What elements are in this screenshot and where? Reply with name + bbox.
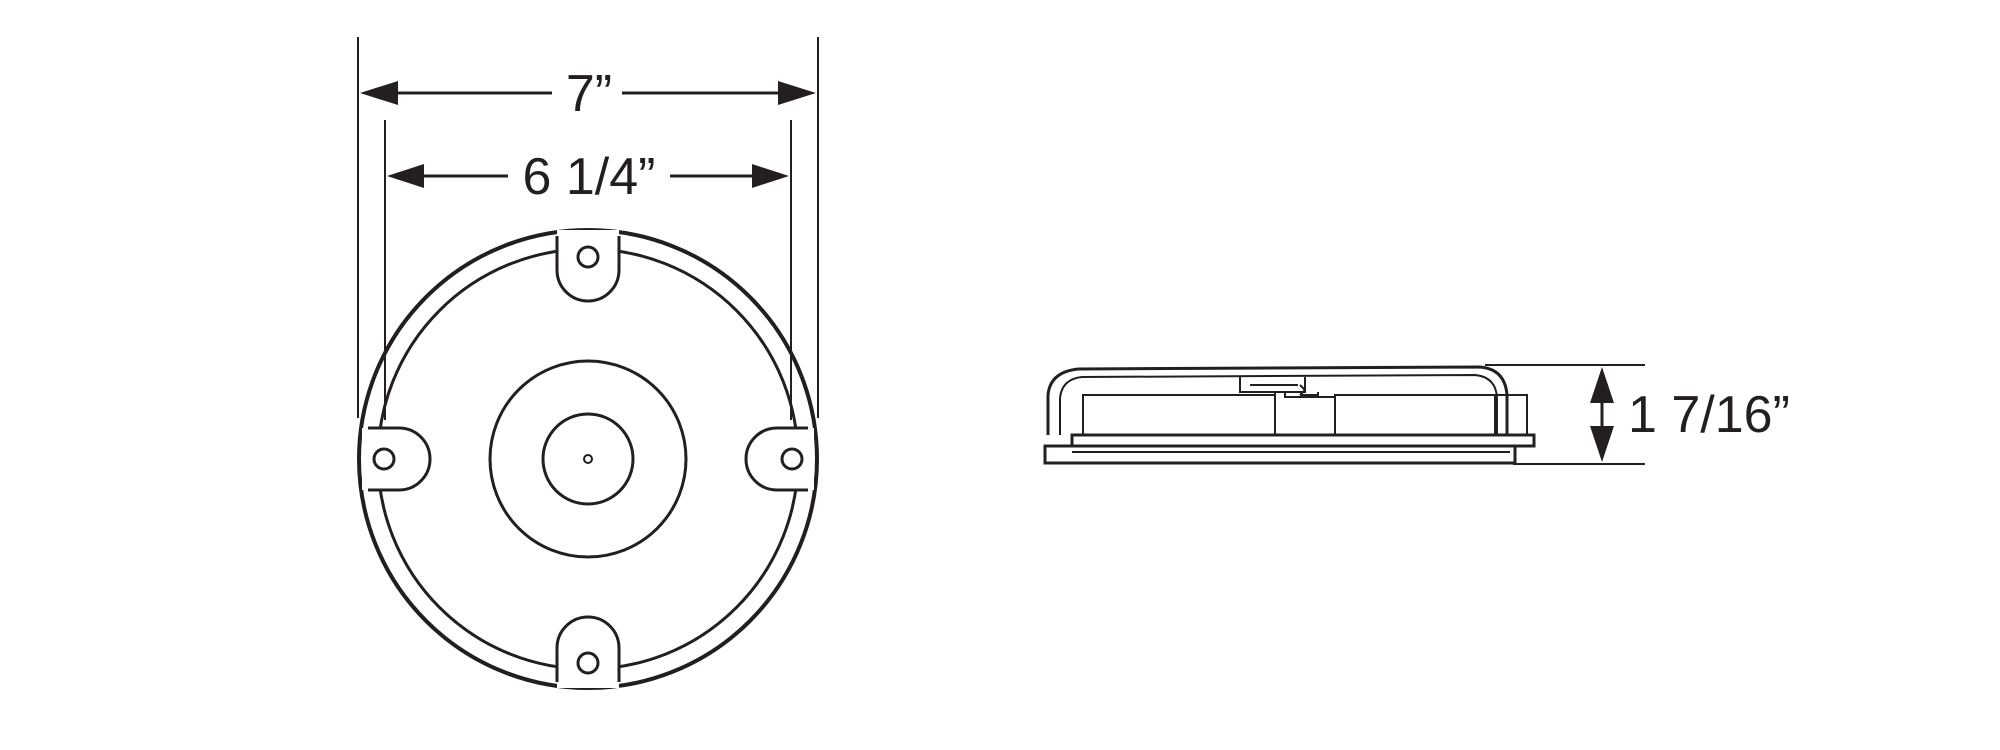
outer-diameter-dimension: 7” — [360, 65, 816, 123]
lens-block-left — [1082, 394, 1276, 435]
arrowhead-up — [1590, 367, 1614, 403]
lamp-side — [1043, 365, 1536, 465]
arrowhead-down — [1590, 426, 1614, 462]
screw-hole-icon — [780, 447, 804, 471]
side-view: 1 7/16” — [1043, 364, 1790, 465]
screw-hole-icon — [372, 447, 396, 471]
arrowhead-left — [387, 164, 424, 188]
arrowhead-right — [778, 81, 816, 105]
center-dot — [583, 454, 593, 464]
base-flange — [1043, 444, 1517, 465]
mounting-tab-bottom — [555, 615, 621, 688]
arrowhead-left — [360, 81, 398, 105]
mounting-diameter-label: 6 1/4” — [523, 148, 656, 206]
extension-lines — [357, 37, 819, 420]
mounting-tab-right — [744, 426, 814, 492]
center-boss — [1239, 377, 1335, 435]
mounting-diameter-dimension: 6 1/4” — [387, 148, 789, 206]
dome-housing — [1046, 365, 1509, 435]
screw-hole-icon — [576, 245, 600, 269]
screw-hole-icon — [576, 651, 600, 675]
height-dimension: 1 7/16” — [1485, 364, 1790, 465]
front-view: 7” 6 1/4” — [357, 37, 819, 690]
center-ring — [541, 412, 635, 506]
mounting-tab-top — [555, 230, 621, 303]
mounting-tab-left — [362, 426, 432, 492]
lamp-front — [357, 228, 819, 690]
mounting-plate — [1070, 433, 1536, 448]
inner-rim — [376, 247, 800, 671]
arrowhead-right — [752, 164, 789, 188]
height-label: 1 7/16” — [1628, 386, 1790, 444]
outer-diameter-label: 7” — [566, 65, 612, 123]
lens-block-right — [1334, 394, 1496, 435]
lens-ring — [488, 359, 688, 559]
